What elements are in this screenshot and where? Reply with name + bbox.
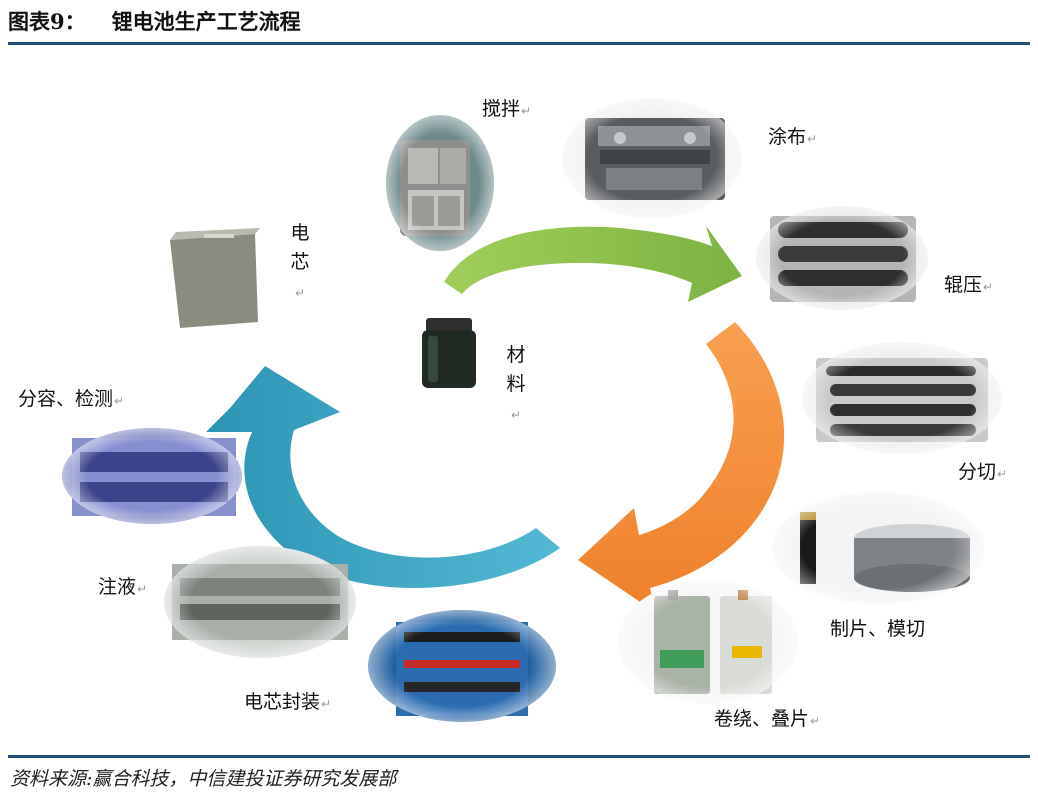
die-cut-photo — [772, 492, 984, 604]
green-arrow — [444, 226, 742, 302]
label-electrolyte-filling: 注液↵ — [98, 576, 148, 598]
label-cell: 电芯↵ — [290, 222, 310, 300]
label-slitting: 分切↵ — [958, 461, 1008, 483]
label-cell-packaging: 电芯封装↵ — [244, 691, 332, 713]
testing-photo — [62, 428, 242, 524]
blue-arrow — [206, 366, 560, 588]
label-die-cut: 制片、模切 — [830, 618, 926, 640]
figure-title-text: 锂电池生产工艺流程 — [111, 9, 301, 34]
stirring-photo — [386, 115, 494, 251]
figure-number: 图表9： — [8, 9, 86, 34]
label-rolling: 辊压↵ — [944, 274, 994, 296]
figure-title: 图表9： 锂电池生产工艺流程 — [8, 6, 301, 36]
return-marker: ↵ — [510, 408, 522, 422]
material-jar — [422, 318, 476, 388]
source-note: 资料来源:赢合科技，中信建投证券研究发展部 — [10, 768, 397, 790]
slitting-photo — [802, 342, 1002, 454]
label-winding-stacking: 卷绕、叠片↵ — [714, 708, 821, 730]
label-formation-testing: 分容、检测↵ — [18, 388, 125, 410]
filling-photo — [164, 546, 356, 658]
rolling-photo — [756, 206, 928, 310]
top-rule — [8, 42, 1030, 45]
cell-photo — [170, 228, 260, 328]
label-coating: 涂布↵ — [768, 126, 818, 148]
winding-photo — [618, 580, 798, 704]
label-stirring: 搅拌↵ — [482, 98, 532, 120]
orange-arrow — [578, 322, 785, 612]
coating-photo — [562, 98, 742, 218]
label-material: 材料↵ — [506, 344, 526, 422]
packaging-photo — [368, 610, 556, 722]
bottom-rule — [8, 755, 1030, 758]
